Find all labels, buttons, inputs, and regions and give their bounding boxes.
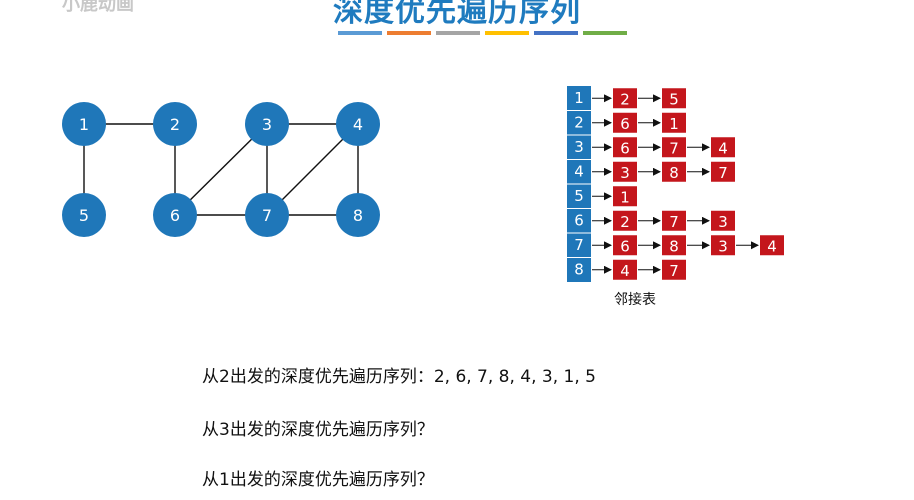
adjacency-cell [613,235,637,256]
adjacency-head-2: 2 [574,114,584,132]
adjacency-cell [613,259,637,280]
adjacency-cell [662,259,686,280]
adjacency-cell-label: 7 [669,213,679,231]
adjacency-cell [711,210,735,231]
adjacency-cell [613,112,637,133]
title-color-bar-5 [534,31,578,35]
graph-node-label-2: 2 [170,115,180,134]
graph-node-label-1: 1 [79,115,89,134]
adjacency-cell-label: 8 [669,237,679,255]
adjacency-cell-label: 6 [620,237,630,255]
adjacency-cell-label: 8 [669,164,679,182]
adjacency-cell-label: 6 [620,139,630,157]
page-title: 深度优先遍历序列 [333,0,581,29]
graph-node-5 [62,193,106,237]
graph-node-1 [62,102,106,146]
adjacency-cell [662,210,686,231]
adjacency-head-5: 5 [574,187,584,205]
adjacency-cell [613,161,637,182]
title-color-bar-6 [583,31,627,35]
adjacency-cell [711,161,735,182]
adjacency-cell-label: 1 [669,115,679,133]
graph-node-3 [245,102,289,146]
adjacency-cell-label: 2 [620,90,630,108]
adjacency-cell-label: 4 [718,139,728,157]
adjacency-head-6: 6 [574,212,584,230]
adjacency-cell-label: 5 [669,90,679,108]
title-color-bar-2 [387,31,431,35]
question-from-2: 从2出发的深度优先遍历序列：2, 6, 7, 8, 4, 3, 1, 5 [202,367,596,387]
adjacency-cell [760,235,784,256]
adjacency-cell-label: 3 [718,237,728,255]
adjacency-cell-label: 3 [620,164,630,182]
graph-node-7 [245,193,289,237]
adjacency-cell-label: 2 [620,213,630,231]
adjacency-head-8: 8 [574,261,584,279]
title-color-bar-3 [436,31,480,35]
graph-node-label-3: 3 [262,115,272,134]
adjacency-head-1: 1 [574,89,584,107]
adjacency-cell-label: 4 [620,262,630,280]
adjacency-cell [613,186,637,207]
adjacency-cell [662,112,686,133]
adjacency-cell-label: 7 [669,139,679,157]
adjacency-cell-label: 4 [767,237,777,255]
adjacency-cell [662,137,686,158]
adjacency-cell [662,235,686,256]
adjacency-cell [711,235,735,256]
graph-node-label-8: 8 [353,206,363,225]
question-from-3: 从3出发的深度优先遍历序列？ [202,420,434,440]
graph-node-label-6: 6 [170,206,180,225]
graph-node-label-4: 4 [353,115,363,134]
adjacency-cell [613,137,637,158]
watermark-logo: 小鹿动画 [62,0,134,15]
adjacency-cell [711,137,735,158]
adjacency-cell [662,161,686,182]
graph-node-8 [336,193,380,237]
adjacency-head-4: 4 [574,163,584,181]
adjacency-cell [613,88,637,109]
adjacency-list-caption: 邻接表 [614,292,656,308]
graph-node-4 [336,102,380,146]
adjacency-cell-label: 7 [669,262,679,280]
title-color-bar-4 [485,31,529,35]
adjacency-head-7: 7 [574,236,584,254]
graph-node-label-5: 5 [79,206,89,225]
title-color-bar-1 [338,31,382,35]
adjacency-cell-label: 1 [620,188,630,206]
adjacency-cell [662,88,686,109]
graph-node-6 [153,193,197,237]
adjacency-cell-label: 6 [620,115,630,133]
adjacency-head-3: 3 [574,138,584,156]
question-from-1: 从1出发的深度优先遍历序列？ [202,470,434,490]
graph-node-label-7: 7 [262,206,272,225]
graph-node-2 [153,102,197,146]
adjacency-cell [613,210,637,231]
adjacency-cell-label: 7 [718,164,728,182]
adjacency-cell-label: 3 [718,213,728,231]
